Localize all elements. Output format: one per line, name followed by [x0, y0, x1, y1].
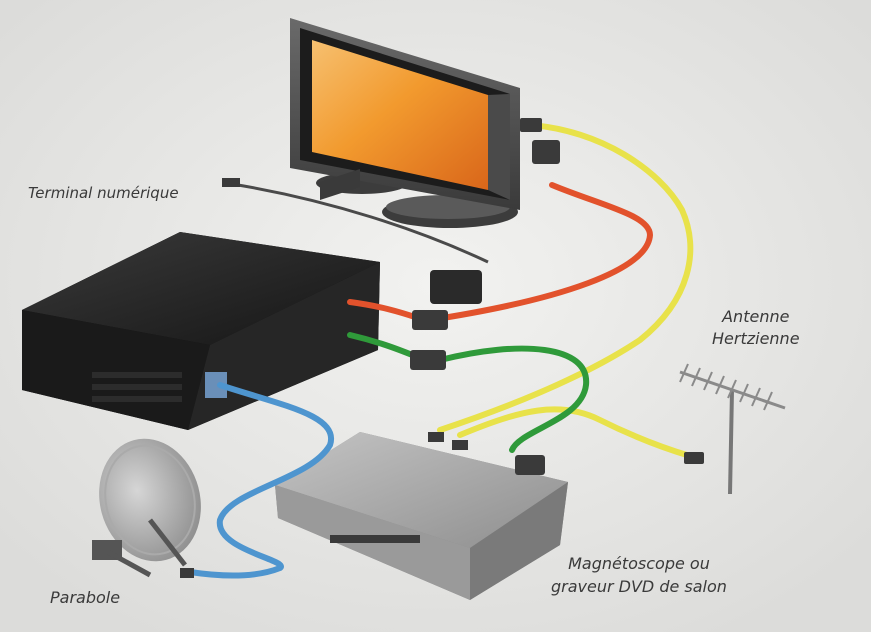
antenna-label-line1: Antenne: [722, 307, 790, 326]
recorder-label-line2: graveur DVD de salon: [551, 577, 727, 596]
tv-screen-device: [290, 18, 520, 228]
recorder-label: Magnétoscope ou graveur DVD de salon: [551, 552, 727, 598]
yellow-cables: [437, 122, 694, 459]
cable-connectors: [180, 118, 704, 578]
antenna-label: Antenne Hertzienne: [712, 306, 800, 350]
vcr-dvd-recorder-device: [275, 432, 568, 600]
terrestrial-antenna: [679, 363, 786, 495]
dish-label: Parabole: [50, 588, 121, 607]
power-adapter: [222, 178, 489, 304]
recorder-label-line1: Magnétoscope ou: [568, 554, 710, 573]
antenna-label-line2: Hertzienne: [712, 329, 800, 348]
blue-cable: [187, 382, 335, 579]
digital-terminal-device: [22, 169, 380, 430]
terminal-label: Terminal numérique: [28, 184, 179, 202]
satellite-dish: [92, 438, 201, 578]
